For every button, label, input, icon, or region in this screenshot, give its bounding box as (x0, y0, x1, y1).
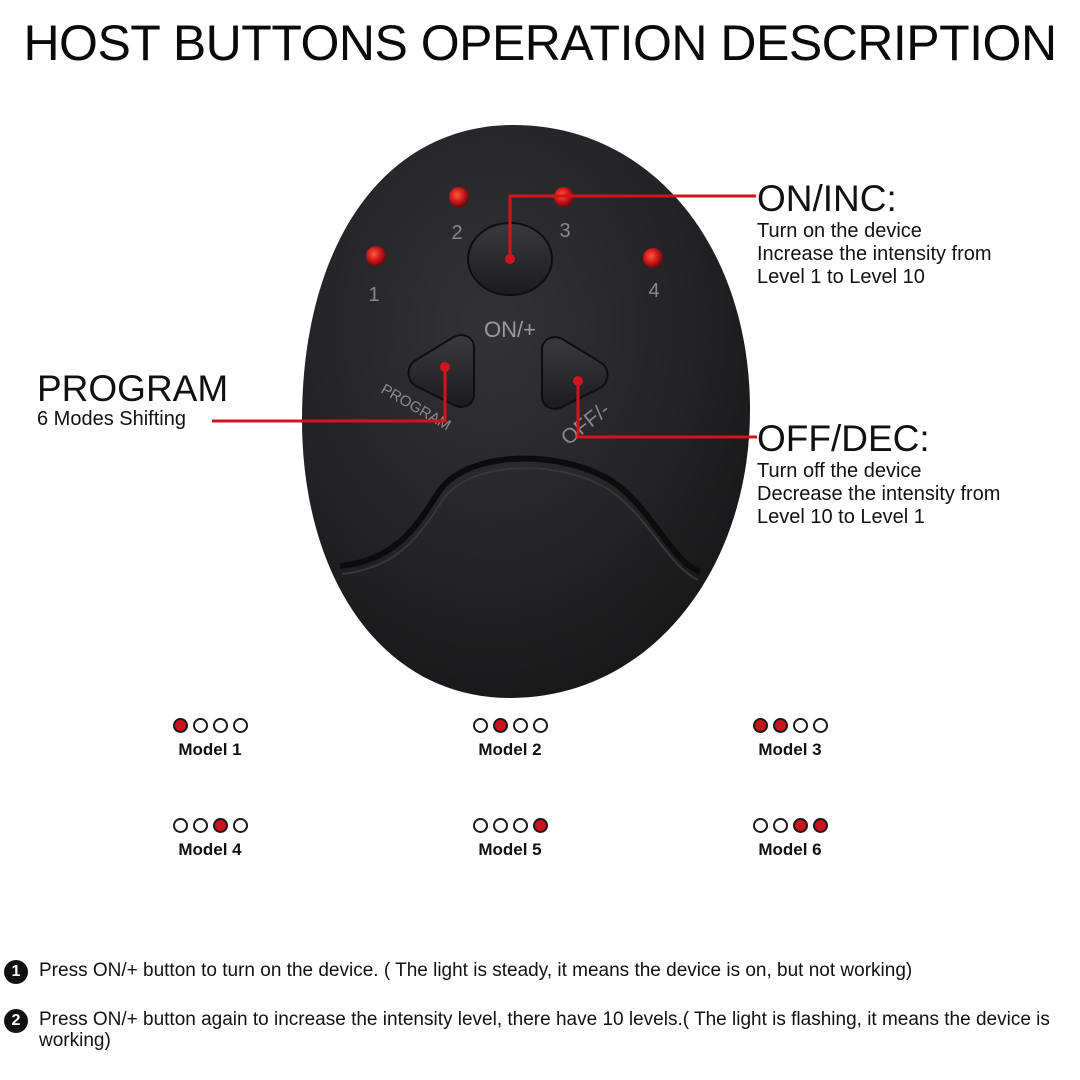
mode-lights (430, 718, 590, 734)
mode-label: Model 2 (478, 740, 542, 759)
light-off-indicator (752, 818, 768, 833)
light-off-indicator (172, 818, 188, 833)
off-dec-line-1: Turn off the device (757, 460, 922, 482)
on-inc-line-1: Turn on the device (757, 220, 922, 242)
mode-lights (710, 818, 870, 834)
light-off-indicator (472, 718, 488, 733)
off-dec-line-2: Decrease the intensity from (757, 483, 1001, 505)
led-1 (366, 246, 386, 266)
mode-label: Model 4 (178, 840, 242, 859)
light-on-indicator (492, 718, 508, 733)
light-on-indicator (172, 718, 188, 733)
note-number-1: 1 (4, 960, 28, 984)
light-off-indicator (492, 818, 508, 833)
light-off-indicator (232, 718, 248, 733)
on-inc-line-3: Level 1 to Level 10 (757, 266, 925, 288)
mode-4: Model 4 (130, 818, 290, 860)
led-4 (643, 248, 663, 268)
mode-label: Model 6 (758, 840, 822, 859)
mode-lights (710, 718, 870, 734)
led-2 (449, 187, 469, 207)
off-dec-title: OFF/DEC: (757, 418, 930, 459)
led-number-4: 4 (648, 280, 659, 302)
program-callout: PROGRAM 6 Modes Shifting (37, 368, 228, 431)
mode-2: Model 2 (430, 718, 590, 760)
mode-label: Model 1 (178, 740, 242, 759)
light-off-indicator (532, 718, 548, 733)
light-off-indicator (192, 718, 208, 733)
device-body (302, 125, 750, 698)
note-text-1: Press ON/+ button to turn on the device.… (39, 960, 913, 981)
on-button-label: ON/+ (484, 317, 536, 342)
mode-lights (430, 818, 590, 834)
light-off-indicator (512, 718, 528, 733)
light-off-indicator (512, 818, 528, 833)
off-dec-line-3: Level 10 to Level 1 (757, 506, 925, 528)
mode-5: Model 5 (430, 818, 590, 860)
light-on-indicator (812, 818, 828, 833)
led-number-1: 1 (368, 284, 379, 306)
light-off-indicator (472, 818, 488, 833)
light-off-indicator (772, 818, 788, 833)
mode-6: Model 6 (710, 818, 870, 860)
light-off-indicator (812, 718, 828, 733)
on-inc-title: ON/INC: (757, 178, 897, 219)
light-on-indicator (212, 818, 228, 833)
note-2: 2 Press ON/+ button again to increase th… (4, 1009, 1074, 1051)
note-text-2: Press ON/+ button again to increase the … (39, 1009, 1050, 1051)
led-number-2: 2 (451, 222, 462, 244)
light-off-indicator (792, 718, 808, 733)
program-button[interactable] (407, 334, 475, 408)
led-number-3: 3 (559, 220, 570, 242)
off-dec-connector (576, 381, 757, 439)
program-line-1: 6 Modes Shifting (37, 408, 186, 430)
mode-3: Model 3 (710, 718, 870, 760)
mode-label: Model 5 (478, 840, 542, 859)
light-on-indicator (532, 818, 548, 833)
on-inc-callout: ON/INC: Turn on the device Increase the … (757, 178, 992, 289)
light-off-indicator (192, 818, 208, 833)
on-inc-line-2: Increase the intensity from (757, 243, 992, 265)
off-dec-callout: OFF/DEC: Turn off the device Decrease th… (757, 418, 1000, 529)
device-illustration: 1 2 3 4 ON/+ PROGRAM OFF/- (212, 125, 757, 698)
light-off-indicator (232, 818, 248, 833)
note-number-2: 2 (4, 1009, 28, 1033)
mode-lights (130, 818, 290, 834)
off-button[interactable] (541, 336, 609, 410)
mode-lights (130, 718, 290, 734)
light-on-indicator (772, 718, 788, 733)
light-on-indicator (792, 818, 808, 833)
device-seam (339, 455, 702, 575)
light-on-indicator (752, 718, 768, 733)
program-connector (212, 367, 447, 423)
mode-1: Model 1 (130, 718, 290, 760)
page-title: HOST BUTTONS OPERATION DESCRIPTION (23, 15, 1057, 71)
on-inc-connector (508, 194, 756, 259)
note-1: 1 Press ON/+ button to turn on the devic… (4, 960, 1074, 984)
light-off-indicator (212, 718, 228, 733)
program-title: PROGRAM (37, 368, 229, 409)
mode-label: Model 3 (758, 740, 822, 759)
